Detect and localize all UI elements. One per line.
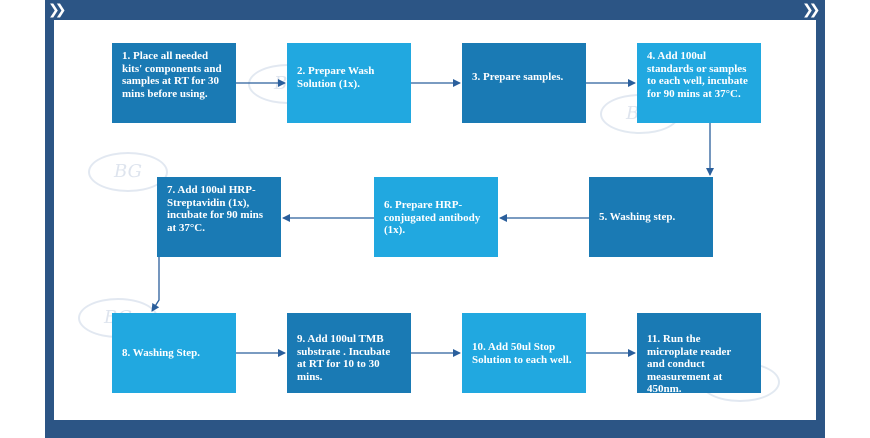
step-9-box: 9. Add 100ul TMB substrate . Incubate at… (287, 313, 411, 393)
step-8-box: 8. Washing Step. (112, 313, 236, 393)
step-10-box: 10. Add 50ul Stop Solution to each well. (462, 313, 586, 393)
step-2-box: 2. Prepare Wash Solution (1x). (287, 43, 411, 123)
step-6-box: 6. Prepare HRP-conjugated antibody (1x). (374, 177, 498, 257)
step-11-box: 11. Run the microplate reader and conduc… (637, 313, 761, 395)
step-3-box: 3. Prepare samples. (462, 43, 586, 123)
step-5-box: 5. Washing step. (589, 177, 713, 257)
step-4-box: 4. Add 100ul standards or samples to eac… (637, 43, 761, 123)
step-7-box: 7. Add 100ul HRP-Streptavidin (1x), incu… (157, 177, 281, 257)
watermark-logo: BG (88, 152, 168, 192)
step-1-box: 1. Place all needed kits' components and… (112, 43, 236, 123)
double-chevron-right-icon: ❯❯ (48, 2, 66, 18)
arrow-7-to-8 (151, 257, 160, 312)
double-chevron-right-icon: ❯❯ (802, 2, 820, 18)
